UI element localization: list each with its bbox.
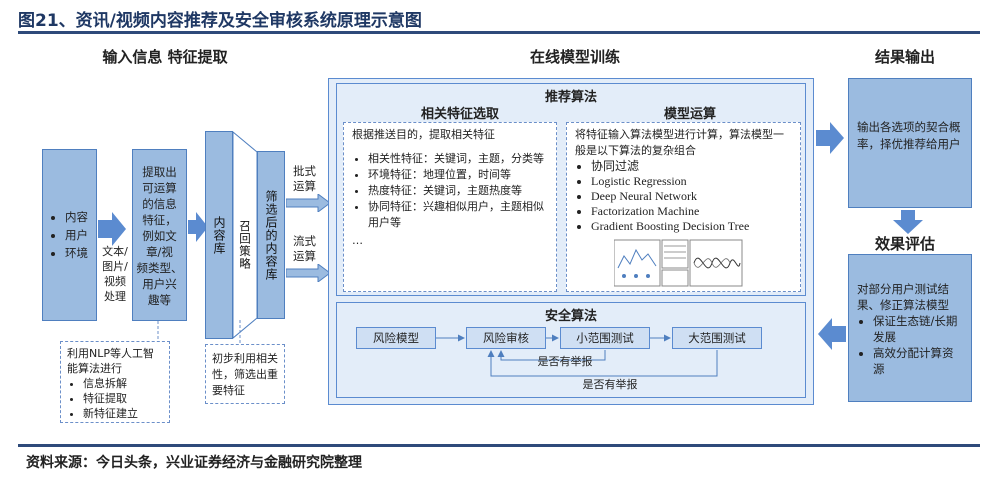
extract-line: 章/视 — [146, 245, 173, 259]
large-test-box: 大范围测试 — [672, 327, 762, 349]
model-intro: 将特征输入算法模型进行计算，算法模型一般是以下算法的复杂组合 — [575, 128, 784, 157]
top-rule — [18, 31, 980, 34]
risk-model-box: 风险模型 — [356, 327, 436, 349]
model-item: 协同过滤 — [591, 159, 792, 174]
extract-line: 趣等 — [148, 293, 171, 307]
source-note: 资料来源：今日头条，兴业证券经济与金融研究院整理 — [26, 455, 362, 471]
arrow-down-icon — [893, 210, 923, 234]
input-box: 内容 用户 环境 — [42, 149, 97, 321]
section-middle-title: 在线模型训练 — [529, 48, 620, 66]
arrow-right-icon — [98, 212, 126, 246]
feature-title: 相关特征选取 — [420, 107, 499, 122]
initial-filter-box: 初步利用相关性，筛选出重要特征 — [205, 344, 285, 404]
small-test-box: 小范围测试 — [560, 327, 650, 349]
filtered-library: 筛选后的内容库 — [257, 151, 285, 319]
security-flow-arrows — [436, 334, 718, 377]
nlp-box: 利用NLP等人工智能算法进行 信息拆解 特征提取 新特征建立 — [60, 341, 170, 423]
model-diagram-image — [614, 239, 743, 287]
model-item: Gradient Boosting Decision Tree — [591, 219, 792, 234]
feature-box: 根据推送目的，提取相关特征 相关性特征：关键词，主题，分类等 环境特征：地理位置… — [343, 122, 557, 292]
process-label-line: 图片/ — [102, 260, 128, 273]
section-left-title: 输入信息 特征提取 — [102, 48, 228, 66]
security-panel: 安全算法 — [336, 302, 806, 398]
content-library-label: 内容库 — [212, 215, 226, 255]
process-label-line: 处理 — [104, 290, 126, 303]
model-item: Logistic Regression — [591, 174, 792, 189]
risk-review-box: 风险审核 — [466, 327, 546, 349]
nlp-intro: 利用NLP等人工智能算法进行 — [67, 347, 154, 375]
arrow-right-icon — [286, 264, 330, 282]
extract-box: 提取出 可运算 的信息 特征， 例如文 章/视 频类型、 用户兴 趣等 — [132, 149, 187, 321]
nlp-item: 特征提取 — [83, 391, 163, 406]
input-item: 内容 — [65, 208, 88, 226]
recall-strategy-label: 召回策略 — [238, 220, 252, 270]
bottom-rule — [18, 444, 980, 447]
model-item: Deep Neural Network — [591, 189, 792, 204]
nlp-item: 信息拆解 — [83, 376, 163, 391]
extract-text: 提取出 可运算 的信息 特征， 例如文 章/视 频类型、 用户兴 趣等 — [135, 164, 184, 308]
model-title: 模型运算 — [663, 107, 716, 122]
input-item: 用户 — [65, 226, 88, 244]
stream-label: 流式 运算 — [293, 234, 316, 263]
arrow-right-icon — [188, 212, 208, 242]
process-label: 文本/ 图片/ 视频 处理 — [99, 244, 131, 304]
process-label-line: 文本/ — [102, 245, 128, 258]
nlp-item: 新特征建立 — [83, 406, 163, 421]
eval-list: 保证生态链/长期发展 高效分配计算资源 — [857, 313, 963, 377]
loop-label-1: 是否有举报 — [537, 355, 593, 368]
connector-line — [157, 321, 159, 343]
input-list: 内容 用户 环境 — [51, 208, 88, 262]
feature-item: 相关性特征：关键词，主题，分类等 — [368, 151, 548, 167]
feature-more: … — [352, 234, 363, 247]
feature-item: 热度特征：关键词，主题热度等 — [368, 183, 548, 199]
security-title: 安全算法 — [544, 309, 597, 324]
feature-list: 相关性特征：关键词，主题，分类等 环境特征：地理位置，时间等 热度特征：关键词，… — [352, 151, 548, 231]
arrow-left-icon — [818, 318, 846, 350]
extract-line: 的信息 — [142, 197, 177, 211]
eval-box: 对部分用户测试结果、修正算法模型 保证生态链/长期发展 高效分配计算资源 — [848, 254, 972, 402]
model-item: Factorization Machine — [591, 204, 792, 219]
figure-title: 图21、资讯/视频内容推荐及安全审核系统原理示意图 — [18, 11, 422, 31]
connector-line — [239, 320, 241, 346]
extract-line: 特征， — [142, 213, 177, 227]
feature-item: 协同特征：兴趣相似用户，主题相似用户等 — [368, 199, 548, 231]
extract-line: 例如文 — [142, 229, 177, 243]
section-result-title: 结果输出 — [874, 48, 935, 66]
extract-line: 频类型、 — [136, 261, 183, 275]
extract-line: 提取出 — [142, 165, 177, 179]
eval-item: 保证生态链/长期发展 — [873, 313, 963, 345]
extract-line: 用户兴 — [142, 277, 177, 291]
eval-item: 高效分配计算资源 — [873, 345, 963, 377]
model-list: 协同过滤 Logistic Regression Deep Neural Net… — [575, 159, 792, 234]
batch-label: 批式 运算 — [293, 164, 316, 193]
extract-line: 可运算 — [142, 181, 177, 195]
content-library: 内容库 — [205, 131, 233, 339]
feature-intro: 根据推送目的，提取相关特征 — [352, 128, 495, 141]
section-eval-title: 效果评估 — [874, 235, 935, 253]
loop-label-2: 是否有举报 — [582, 378, 638, 391]
result-box: 输出各选项的契合概率，择优推荐给用户 — [848, 78, 972, 208]
recall-strategy: 召回策略 — [234, 205, 256, 285]
recommend-title: 推荐算法 — [544, 90, 597, 105]
arrow-right-icon — [286, 194, 330, 212]
eval-intro: 对部分用户测试结果、修正算法模型 — [857, 282, 949, 312]
feature-item: 环境特征：地理位置，时间等 — [368, 167, 548, 183]
nlp-list: 信息拆解 特征提取 新特征建立 — [67, 376, 163, 421]
filtered-library-label: 筛选后的内容库 — [264, 189, 278, 281]
process-label-line: 视频 — [104, 275, 126, 288]
input-item: 环境 — [65, 244, 88, 262]
arrow-right-icon — [816, 122, 844, 154]
